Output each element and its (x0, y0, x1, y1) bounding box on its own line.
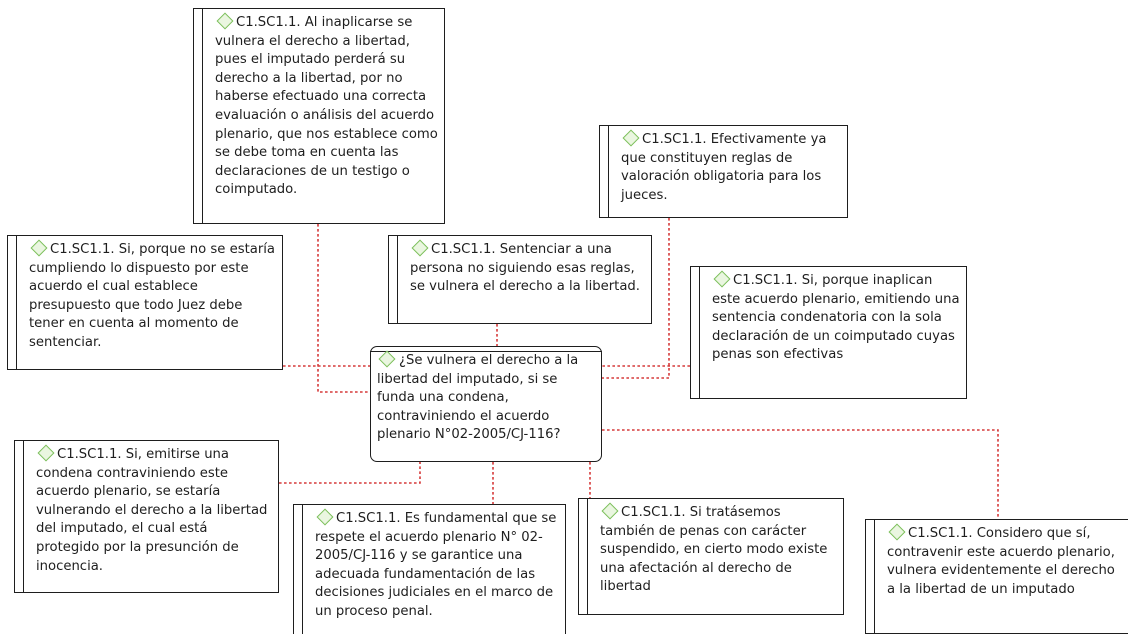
quotation-text: C1.SC1.1. Sentenciar a una persona no si… (410, 242, 640, 295)
quotation-node[interactable]: C1.SC1.1. Sentenciar a una persona no si… (388, 235, 652, 324)
diamond-icon (378, 350, 396, 368)
diamond-icon (216, 12, 234, 30)
link-q5 (279, 462, 421, 484)
quotation-text: C1.SC1.1. Si, emitirse una condena contr… (36, 447, 268, 574)
quotation-node[interactable]: C1.SC1.1. Si, porque inaplican este acue… (690, 266, 967, 399)
quotation-text: C1.SC1.1. Al inaplicarse se vulnera el d… (215, 15, 438, 198)
link-q0 (317, 224, 370, 393)
central-question-text: ¿Se vulnera el derecho a la libertad del… (377, 353, 579, 443)
quotation-text: C1.SC1.1. Es fundamental que se respete … (315, 511, 557, 619)
quotation-text: C1.SC1.1. Si, porque inaplican este acue… (712, 273, 960, 363)
quotation-node[interactable]: C1.SC1.1. Si, porque no se estaría cumpl… (7, 235, 283, 370)
quotation-node[interactable]: C1.SC1.1. Si tratásemos también de penas… (578, 498, 844, 615)
diamond-icon (601, 502, 619, 520)
quotation-node[interactable]: C1.SC1.1. Al inaplicarse se vulnera el d… (193, 8, 445, 224)
diamond-icon (316, 508, 334, 526)
link-q1 (602, 218, 670, 379)
quotation-text: C1.SC1.1. Si, porque no se estaría cumpl… (29, 242, 276, 350)
quotation-node[interactable]: C1.SC1.1. Es fundamental que se respete … (293, 504, 566, 634)
diamond-icon (37, 444, 55, 462)
link-q8 (602, 429, 999, 519)
diamond-icon (622, 129, 640, 147)
quotation-text: C1.SC1.1. Considero que sí, contravenir … (887, 526, 1115, 597)
diamond-icon (30, 239, 48, 257)
quotation-text: C1.SC1.1. Si tratásemos también de penas… (600, 505, 828, 595)
quotation-text: C1.SC1.1. Efectivamente ya que constituy… (621, 132, 827, 203)
quotation-node[interactable]: C1.SC1.1. Considero que sí, contravenir … (865, 519, 1128, 634)
diamond-icon (411, 239, 429, 257)
diamond-icon (713, 270, 731, 288)
quotation-node[interactable]: C1.SC1.1. Efectivamente ya que constituy… (599, 125, 848, 218)
central-question-node[interactable]: ¿Se vulnera el derecho a la libertad del… (370, 346, 602, 462)
quotation-node[interactable]: C1.SC1.1. Si, emitirse una condena contr… (14, 440, 279, 593)
diamond-icon (888, 523, 906, 541)
